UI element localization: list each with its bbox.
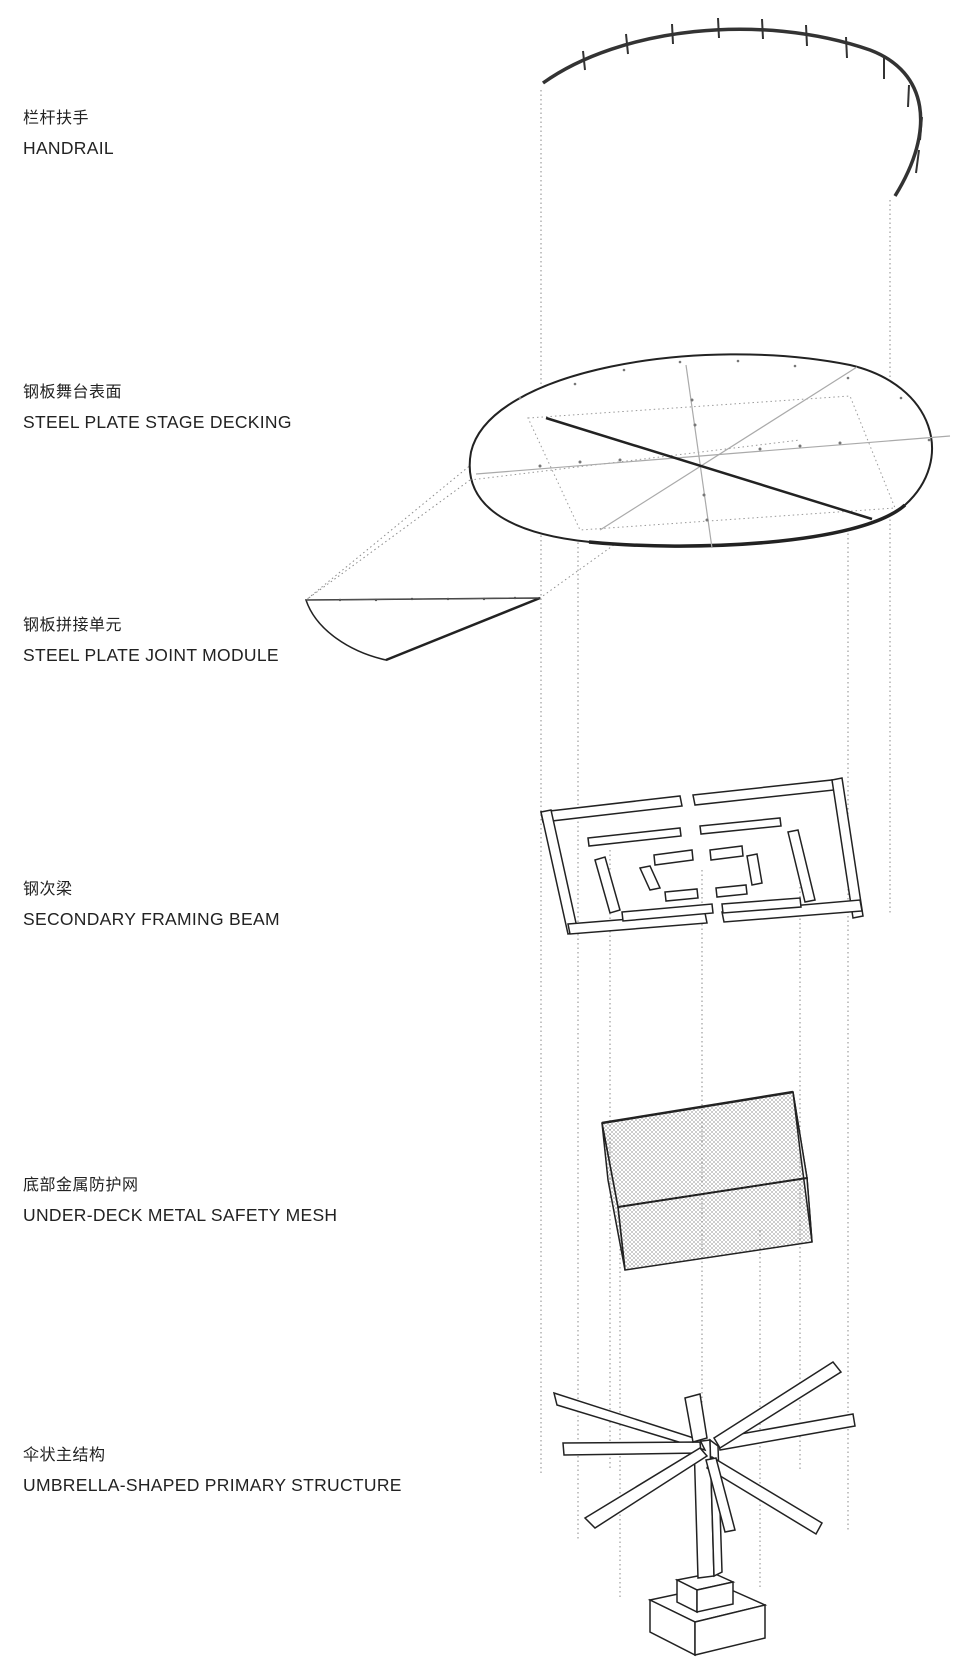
label-secondary-beam-en: SECONDARY FRAMING BEAM (23, 909, 280, 929)
label-secondary-beam: 钢次梁 SECONDARY FRAMING BEAM (23, 873, 280, 935)
handrail (541, 17, 923, 197)
label-joint-module-en: STEEL PLATE JOINT MODULE (23, 645, 279, 665)
label-safety-mesh-cn: 底部金属防护网 (23, 1175, 139, 1194)
primary-structure (552, 1361, 856, 1657)
label-secondary-beam-cn: 钢次梁 (23, 879, 73, 898)
label-safety-mesh: 底部金属防护网 UNDER-DECK METAL SAFETY MESH (23, 1169, 337, 1231)
secondary-framing-beam (540, 777, 864, 935)
label-handrail: 栏杆扶手 HANDRAIL (23, 102, 114, 164)
label-primary-structure-cn: 伞状主结构 (23, 1445, 106, 1464)
label-stage-decking-cn: 钢板舞台表面 (23, 382, 123, 401)
label-joint-module-cn: 钢板拼接单元 (23, 615, 123, 634)
label-handrail-en: HANDRAIL (23, 138, 114, 158)
joint-module (304, 596, 541, 662)
label-handrail-cn: 栏杆扶手 (23, 108, 90, 127)
label-primary-structure: 伞状主结构 UMBRELLA-SHAPED PRIMARY STRUCTURE (23, 1439, 402, 1501)
bolt-dots (518, 359, 931, 522)
stage-decking (468, 353, 951, 549)
label-stage-decking: 钢板舞台表面 STEEL PLATE STAGE DECKING (23, 376, 292, 438)
label-stage-decking-en: STEEL PLATE STAGE DECKING (23, 412, 292, 432)
label-safety-mesh-en: UNDER-DECK METAL SAFETY MESH (23, 1205, 338, 1225)
label-primary-structure-en: UMBRELLA-SHAPED PRIMARY STRUCTURE (23, 1475, 402, 1495)
safety-mesh (601, 1090, 813, 1271)
label-joint-module: 钢板拼接单元 STEEL PLATE JOINT MODULE (23, 609, 279, 671)
